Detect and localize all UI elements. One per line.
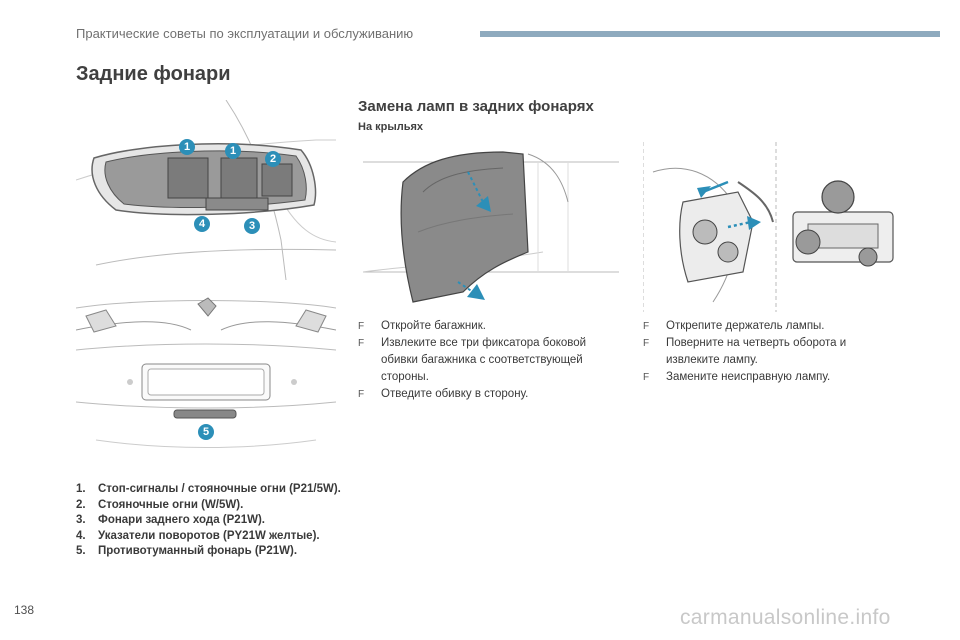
step-bullet-icon: F [358,389,365,400]
callout-1-b: 1 [225,143,241,159]
callout-4: 4 [194,216,210,232]
header-bar [480,31,940,37]
trunk-lining-svg [363,151,619,303]
instruction-step: F Поверните на четверть оборота и извлеки… [643,335,893,369]
callout-label: 1 [183,141,191,153]
legend-item: 4. Указатели поворотов (PY21W желтые). [76,529,346,545]
instruction-step: F Открепите держатель лампы. [643,318,893,335]
subsection-title: На крыльях [358,121,424,133]
step-bullet-icon: F [358,321,365,332]
legend-item: 5. Противотуманный фонарь (P21W). [76,544,346,560]
callout-label: 3 [248,220,256,232]
step-text: Замените неисправную лампу. [666,371,831,383]
steps-replace-lamp: F Открепите держатель лампы. F Поверните н… [643,318,893,386]
steps-open-trunk: F Откройте багажник. F Извлеките все три ф… [358,318,618,403]
callout-1-a: 1 [179,139,195,155]
callout-label: 4 [198,218,206,230]
step-bullet-icon: F [643,372,650,383]
instruction-step: F Замените неисправную лампу. [643,369,893,386]
legend-number: 4. [76,529,86,542]
legend-text: Стоп-сигналы / стояночные огни (P21/5W). [98,483,341,495]
legend-number: 2. [76,498,86,511]
step-bullet-icon: F [643,321,650,332]
legend-number: 3. [76,514,86,526]
step-text: Поверните на четверть оборота и извлекит… [666,337,847,366]
lamp-holder-svg [643,142,894,312]
step-bullet-icon: F [643,338,650,349]
callout-2: 2 [265,151,281,167]
step-text: Отведите обивку в сторону. [381,388,529,400]
step-text: Откройте багажник. [381,320,486,332]
callout-label: 5 [202,426,210,438]
legend-text: Указатели поворотов (PY21W желтые). [98,529,320,542]
callout-label: 1 [229,145,237,157]
lamp-legend: 1. Стоп-сигналы / стояночные огни (P21/5W… [76,482,346,560]
lamp-holder-illustration [643,142,907,312]
legend-text: Фонари заднего хода (P21W). [98,514,265,526]
instruction-step: F Извлеките все три фиксатора боковой оби… [358,335,618,386]
section-title: Замена ламп в задних фонарях [358,98,594,115]
legend-text: Стояночные огни (W/5W). [98,498,244,511]
page-title: Задние фонари [76,63,231,85]
legend-text: Противотуманный фонарь (P21W). [98,545,298,557]
step-text: Извлеките все три фиксатора боковой обив… [381,337,587,383]
trunk-lining-illustration [363,142,619,312]
legend-number: 1. [76,483,86,495]
rear-bumper-svg [76,297,336,448]
legend-number: 5. [76,545,86,557]
step-bullet-icon: F [358,338,365,349]
watermark: carmanualsonline.info [680,606,891,629]
instruction-step: F Откройте багажник. [358,318,618,335]
legend-item: 3. Фонари заднего хода (P21W). [76,513,346,529]
running-header: Практические советы по эксплуатации и об… [76,26,414,41]
instruction-step: F Отведите обивку в сторону. [358,386,618,403]
callout-label: 2 [269,153,277,165]
page-number: 138 [14,603,35,617]
callout-5: 5 [198,424,214,440]
rear-lamp-side-svg [76,100,336,280]
rear-lamp-side-illustration: 1 1 2 4 3 [76,100,336,280]
rear-bumper-illustration: 5 [76,290,336,462]
legend-item: 2. Стояночные огни (W/5W). [76,498,346,514]
legend-item: 1. Стоп-сигналы / стояночные огни (P21/5W… [76,482,346,498]
step-text: Открепите держатель лампы. [666,320,825,332]
callout-3: 3 [244,218,260,234]
